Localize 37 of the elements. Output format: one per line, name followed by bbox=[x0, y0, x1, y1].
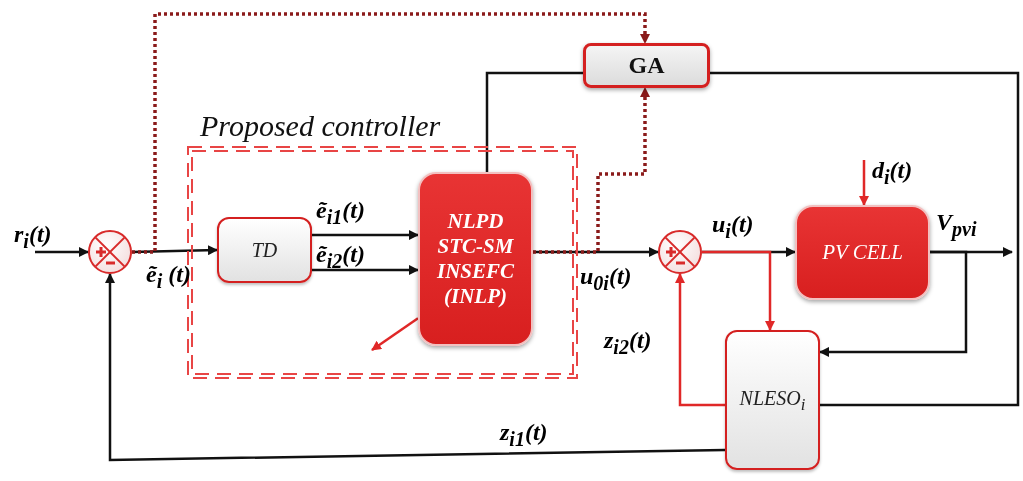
signal-label: d$_{i}$(t) bbox=[872, 158, 913, 187]
signal-label: ẽ$_{i}$ (t) bbox=[146, 262, 191, 291]
block-label: NLPD STC-SM INSEFC (INLP) bbox=[435, 208, 515, 310]
signal-label: V$_{pvi}$ bbox=[936, 210, 977, 239]
process-box bbox=[725, 330, 820, 470]
block-label: TD bbox=[251, 238, 278, 262]
signal-label: r$_{i}$(t) bbox=[14, 222, 52, 251]
process-box bbox=[418, 172, 533, 346]
summing-junction bbox=[88, 230, 132, 274]
summing-junction bbox=[658, 230, 702, 274]
arrow bbox=[702, 250, 776, 331]
arrow bbox=[371, 317, 419, 352]
arrow bbox=[105, 273, 726, 462]
arrow bbox=[533, 247, 659, 257]
process-box bbox=[795, 205, 930, 300]
group-heading: Proposed controller bbox=[200, 108, 441, 144]
arrow bbox=[312, 264, 419, 275]
signal-label: u$_{i}$(t) bbox=[712, 212, 754, 241]
signal-label: u$_{0i}$(t) bbox=[580, 264, 632, 293]
signal-label: ẽ$_{i2}$(t) bbox=[316, 242, 365, 271]
arrow bbox=[35, 247, 89, 257]
connector-line bbox=[710, 71, 1020, 407]
block-label: PV CELL bbox=[822, 239, 903, 266]
signal-label: ẽ$_{i1}$(t) bbox=[316, 198, 365, 227]
process-box bbox=[583, 43, 710, 88]
signal-label: z$_{i2}$(t) bbox=[604, 328, 652, 357]
arrow bbox=[859, 160, 869, 206]
arrow bbox=[132, 12, 650, 254]
arrow bbox=[312, 230, 419, 240]
block-label: NLESO$_{i}$ bbox=[739, 385, 806, 415]
block-label: GA bbox=[628, 51, 665, 80]
signal-label: z$_{i1}$(t) bbox=[500, 420, 548, 449]
arrow bbox=[533, 87, 650, 254]
process-box bbox=[217, 217, 312, 283]
arrow bbox=[675, 273, 725, 407]
arrow bbox=[819, 250, 968, 357]
connector-line bbox=[485, 71, 583, 172]
